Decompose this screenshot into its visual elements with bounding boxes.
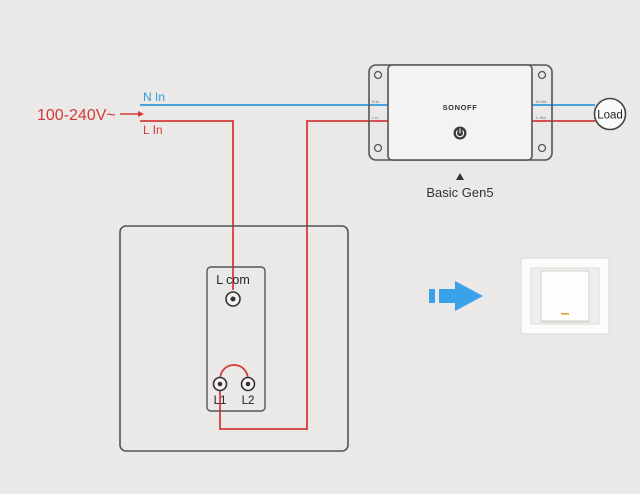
switch-plate <box>119 225 349 452</box>
term-l-out: L Out <box>536 115 547 120</box>
mount-hole <box>537 70 547 80</box>
switch-panel: L com L1 L2 <box>119 225 349 452</box>
wall-switch-icon <box>520 257 610 335</box>
mount-hole <box>373 143 383 153</box>
term-l-in: L In <box>372 115 379 120</box>
live-in-wire <box>140 120 234 290</box>
right-arrow-icon <box>429 281 483 311</box>
input-arrowhead <box>138 111 144 117</box>
terminal-screw <box>230 296 236 302</box>
mount-hole <box>537 143 547 153</box>
term-n-in: N In <box>372 99 379 104</box>
l-com-label: L com <box>216 273 250 287</box>
term-n-out: N Out <box>536 99 547 104</box>
jumper-wire <box>219 364 249 381</box>
voltage-label: 100-240V~ <box>37 107 116 124</box>
mount-hole <box>373 70 383 80</box>
triangle-up-icon <box>456 173 464 180</box>
switched-live-wire <box>219 120 388 430</box>
terminal-screw <box>217 381 223 387</box>
brand-logo: SONOFF <box>443 103 478 112</box>
l2-label: L2 <box>242 395 255 407</box>
l1-label: L1 <box>214 395 227 407</box>
load-circle <box>593 97 627 131</box>
switch-mechanism <box>206 266 266 412</box>
power-icon <box>453 126 467 140</box>
l-in-label: L In <box>143 123 163 137</box>
n-in-label: N In <box>143 90 165 104</box>
load: Load <box>593 97 627 131</box>
relay-device: N In L In N Out L Out SONOFF <box>368 64 553 161</box>
load-label: Load <box>597 110 623 122</box>
relay-body <box>387 64 533 161</box>
terminal-screw <box>245 381 251 387</box>
device-name-label: Basic Gen5 <box>426 185 493 200</box>
